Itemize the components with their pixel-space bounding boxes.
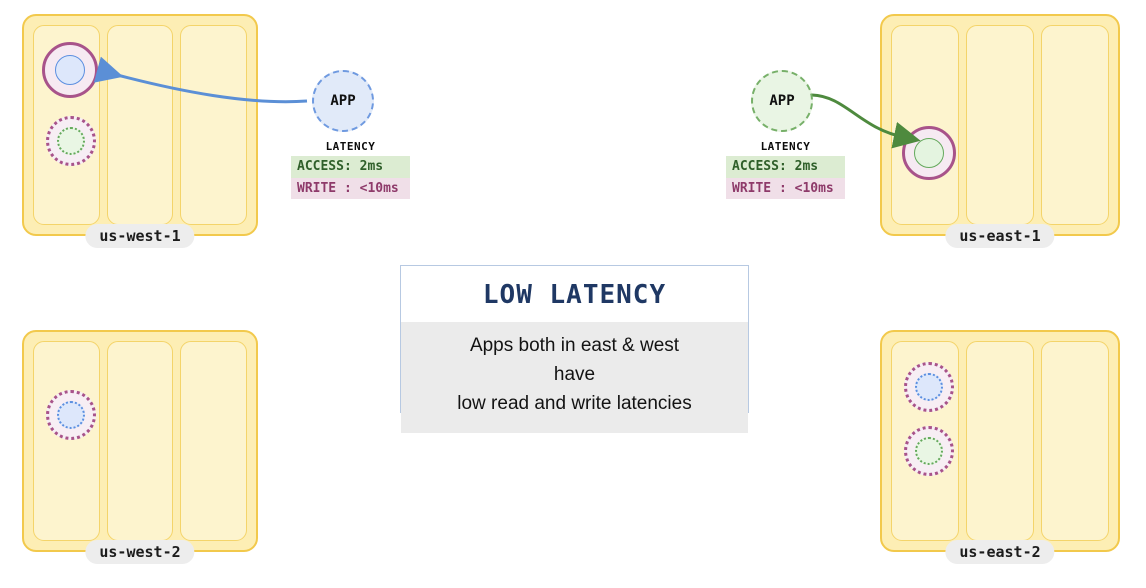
replica-core-green xyxy=(914,138,944,168)
region-label-us-east-2: us-east-2 xyxy=(945,540,1055,564)
availability-zone[interactable] xyxy=(106,25,174,225)
latency-title: LATENCY xyxy=(325,140,376,153)
region-az-row xyxy=(891,25,1109,225)
callout-title: LOW LATENCY xyxy=(401,266,748,322)
region-label-us-west-1: us-west-1 xyxy=(85,224,195,248)
region-us-west-2[interactable]: us-west-2 xyxy=(22,330,258,564)
app-node-west[interactable]: APP xyxy=(312,70,374,132)
latency-panel-west: LATENCY ACCESS: 2ms WRITE : <10ms xyxy=(291,140,410,200)
region-us-east-1[interactable]: us-east-1 xyxy=(880,14,1120,248)
replica-node-standby-blue[interactable] xyxy=(904,362,954,412)
availability-zone[interactable] xyxy=(891,341,959,541)
latency-title: LATENCY xyxy=(760,140,811,153)
callout-line-2: have xyxy=(553,363,596,385)
callout-body: Apps both in east & west have low read a… xyxy=(401,322,748,433)
availability-zone[interactable] xyxy=(33,25,100,225)
replica-core-blue xyxy=(57,401,85,429)
availability-zone[interactable] xyxy=(180,25,248,225)
callout-line-1: Apps both in east & west xyxy=(469,335,680,356)
latency-access-row: ACCESS: 2ms xyxy=(726,156,845,178)
availability-zone[interactable] xyxy=(966,341,1034,541)
replica-node-standby-green[interactable] xyxy=(904,426,954,476)
callout-low-latency: LOW LATENCY Apps both in east & west hav… xyxy=(400,265,749,433)
latency-panel-east: LATENCY ACCESS: 2ms WRITE : <10ms xyxy=(726,140,845,200)
replica-core-green xyxy=(57,127,85,155)
availability-zone[interactable] xyxy=(891,25,959,225)
latency-write-row: WRITE : <10ms xyxy=(291,177,410,200)
replica-core-green xyxy=(915,437,943,465)
replica-node-standby-green[interactable] xyxy=(46,116,96,166)
latency-access-row: ACCESS: 2ms xyxy=(291,156,410,178)
availability-zone[interactable] xyxy=(1041,341,1109,541)
replica-core-blue xyxy=(915,373,943,401)
region-az-row xyxy=(891,341,1109,541)
availability-zone[interactable] xyxy=(1041,25,1109,225)
replica-core-blue xyxy=(55,55,85,85)
replica-node-standby-blue[interactable] xyxy=(46,390,96,440)
region-label-us-east-1: us-east-1 xyxy=(945,224,1055,248)
availability-zone[interactable] xyxy=(33,341,100,541)
availability-zone[interactable] xyxy=(106,341,174,541)
region-us-east-2[interactable]: us-east-2 xyxy=(880,330,1120,564)
region-label-us-west-2: us-west-2 xyxy=(85,540,195,564)
region-az-row xyxy=(33,341,248,541)
app-label: APP xyxy=(330,93,356,109)
app-node-east[interactable]: APP xyxy=(751,70,813,132)
availability-zone[interactable] xyxy=(180,341,248,541)
replica-node-primary-blue[interactable] xyxy=(42,42,98,98)
region-us-west-1[interactable]: us-west-1 xyxy=(22,14,258,248)
replica-node-primary-green[interactable] xyxy=(902,126,956,180)
region-az-row xyxy=(33,25,248,225)
availability-zone[interactable] xyxy=(966,25,1034,225)
callout-line-3: low read and write latencies xyxy=(457,392,692,414)
app-label: APP xyxy=(769,93,795,109)
latency-write-row: WRITE : <10ms xyxy=(726,177,845,200)
